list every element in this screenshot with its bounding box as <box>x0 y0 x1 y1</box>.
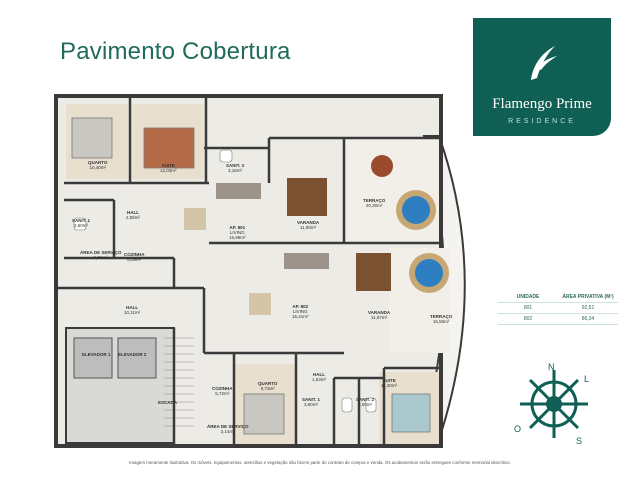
compass-n: N <box>548 362 555 372</box>
compass-l: L <box>584 374 589 384</box>
toilet-sanit1 <box>73 217 87 231</box>
compass-s: S <box>576 436 582 446</box>
area-table-header: UNIDADE ÁREA PRIVATIVA (M²) <box>498 292 618 303</box>
compass-rose-icon: N L S O <box>514 362 589 446</box>
brand-logo: Flamengo Prime RESIDENCE <box>473 18 611 136</box>
varanda1-table <box>287 178 327 216</box>
header-area: ÁREA PRIVATIVA (M²) <box>562 294 614 300</box>
interior-walls <box>56 98 439 446</box>
area-table: UNIDADE ÁREA PRIVATIVA (M²) 801 92,51 80… <box>498 292 618 325</box>
header-unidade: UNIDADE <box>516 294 540 300</box>
bed-suite1 <box>143 127 195 169</box>
jacuzzi-1 <box>402 196 430 224</box>
sofa-801 <box>216 183 261 199</box>
cell-area: 86,34 <box>581 316 595 322</box>
cell-area: 92,51 <box>581 305 595 311</box>
logo-name: Flamengo Prime <box>492 96 592 112</box>
sofa-802 <box>284 253 329 269</box>
room-elevador-2: ELEVADOR 2 <box>118 352 147 357</box>
elevator-1 <box>73 337 113 379</box>
toilet-3 <box>219 149 233 163</box>
toilet-1 <box>341 397 353 413</box>
room-elevador-1: ELEVADOR 1 <box>82 352 111 357</box>
bed-suite2 <box>391 393 431 433</box>
toilet-2 <box>365 397 377 413</box>
leaf-icon <box>531 46 557 80</box>
logo-subtitle: RESIDENCE <box>508 118 576 125</box>
stair-steps <box>164 337 194 427</box>
terraco1-table <box>371 155 393 177</box>
dining-802 <box>249 293 271 315</box>
dining-801 <box>184 208 206 230</box>
cell-unit: 801 <box>523 305 533 311</box>
jacuzzi-2 <box>415 259 443 287</box>
disclaimer: Imagem meramente ilustrativa. Os móveis,… <box>129 460 511 465</box>
room-escada: ESCADA <box>158 400 178 405</box>
page-title: Pavimento Cobertura <box>60 38 291 65</box>
cell-unit: 802 <box>523 316 533 322</box>
table-row: 802 86,34 <box>498 314 618 325</box>
floor-plan <box>54 94 466 448</box>
bed-quarto1 <box>71 117 113 159</box>
compass-o: O <box>514 424 521 434</box>
varanda2-table <box>356 253 391 291</box>
table-row: 801 92,51 <box>498 303 618 314</box>
elevator-2 <box>117 337 157 379</box>
bed-quarto2 <box>243 393 285 435</box>
